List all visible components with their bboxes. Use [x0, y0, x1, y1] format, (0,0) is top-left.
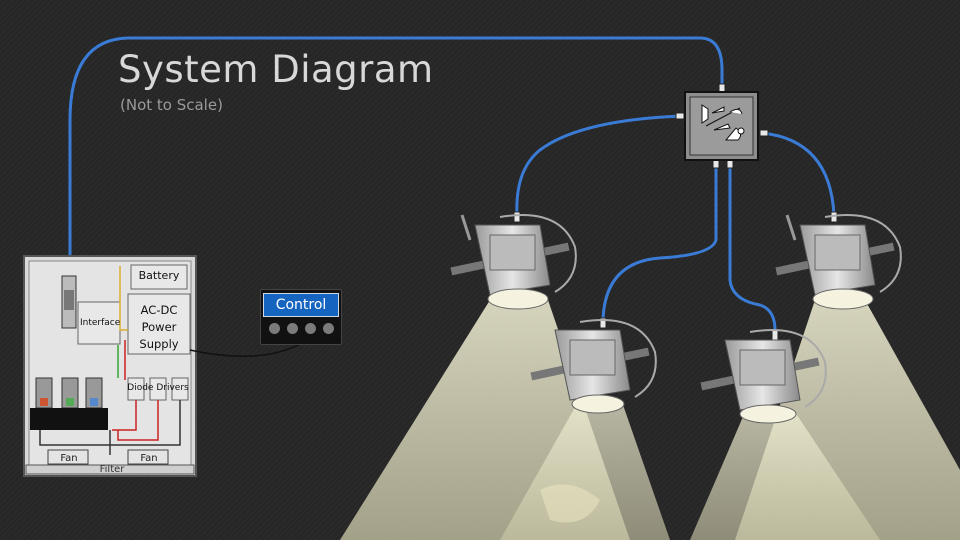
power-supply-line-2: Power	[141, 320, 177, 334]
fiber-connectors	[513, 83, 838, 341]
filter-label: Filter	[99, 464, 125, 475]
light-fixture-1	[450, 214, 577, 310]
fan-label-right: Fan	[140, 453, 158, 464]
main-unit	[23, 255, 197, 477]
power-supply-box	[127, 293, 191, 355]
slide-subtitle: (Not to Scale)	[120, 96, 223, 114]
heat-sink	[30, 408, 108, 430]
light-beam-3	[500, 402, 670, 540]
power-supply-line-1: AC-DC	[140, 303, 178, 317]
power-supply-label: AC-DC Power Supply	[128, 302, 190, 353]
laser-modules	[35, 377, 103, 409]
control-panel: Control	[260, 289, 342, 345]
battery-label: Battery	[138, 269, 180, 282]
battery-box	[130, 264, 188, 290]
control-cable	[189, 343, 301, 357]
light-fixture-3	[530, 319, 657, 414]
moth-shape	[540, 484, 600, 523]
fan-label-left: Fan	[60, 453, 78, 464]
light-fixture-4	[700, 329, 827, 424]
diode-drivers-label: Diode Drivers	[127, 383, 189, 393]
control-button-2[interactable]	[287, 323, 298, 334]
slide-title: System Diagram	[118, 48, 434, 91]
light-beam-4	[690, 412, 880, 540]
control-button-3[interactable]	[305, 323, 316, 334]
control-button-4[interactable]	[323, 323, 334, 334]
interface-box	[77, 301, 121, 345]
light-fixture-2	[775, 214, 902, 310]
control-label: Control	[263, 293, 339, 317]
beam-splitter-box	[684, 91, 759, 161]
control-button-1[interactable]	[269, 323, 280, 334]
interface-label: Interface	[80, 318, 121, 328]
power-supply-line-3: Supply	[139, 337, 179, 351]
